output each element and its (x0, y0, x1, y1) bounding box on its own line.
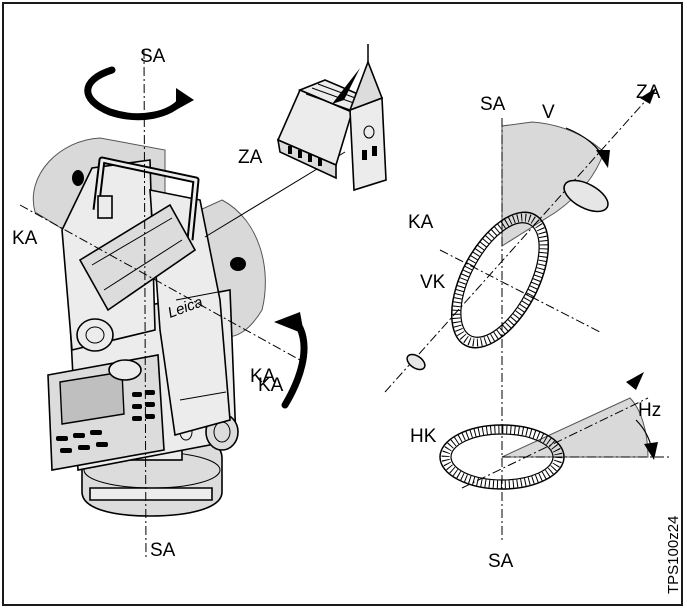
objective-lens (563, 179, 609, 213)
standing-axis-left (143, 49, 147, 561)
label-sa-right-bottom: SA (488, 551, 514, 572)
figure-id: TPS100z24 (665, 516, 682, 594)
arrowhead-icon (274, 312, 304, 334)
right-trunnion-dot (230, 257, 246, 271)
label-sa-right-top: SA (480, 94, 506, 115)
hz-direction-arrow-icon (626, 372, 644, 390)
line-of-sight-right (384, 97, 649, 393)
horizontal-plane-line (461, 397, 649, 489)
optical-sight (97, 195, 113, 219)
tilt-rotation-arrow-icon (281, 324, 308, 409)
v-arrow-icon (596, 150, 610, 168)
tilting-axis-right (439, 249, 601, 333)
vertical-circle-graduation (452, 213, 548, 347)
label-ka-right: KA (408, 212, 434, 233)
focus-knob (108, 359, 142, 381)
horizontal-angle-sector (501, 397, 649, 458)
label-hk: HK (410, 426, 437, 447)
label-ka-center-2: KA (258, 375, 284, 396)
hz-arrow-icon (644, 442, 658, 460)
vertical-circle (450, 211, 550, 349)
instrument-illustration: Leica (32, 66, 308, 517)
label-vk: VK (420, 272, 446, 293)
sight-arrow-icon (332, 68, 360, 104)
eyepiece-lens (406, 353, 426, 371)
label-hz: Hz (638, 400, 661, 421)
horizontal-rotation-arrow-icon (84, 66, 186, 121)
telescope (78, 203, 197, 312)
label-za-right: ZA (636, 82, 661, 103)
church-illustration (276, 44, 387, 192)
display-screen (59, 371, 125, 425)
label-v: V (542, 102, 555, 123)
label-za-church: ZA (238, 147, 263, 168)
label-ka-left: KA (12, 228, 38, 249)
za-arrow-icon (640, 88, 656, 104)
left-trunnion-dot (72, 170, 84, 186)
horizontal-circle-graduation (441, 425, 563, 489)
tilting-axis-left (19, 204, 301, 361)
label-ka-center-1: KA (250, 366, 276, 387)
axes-schematic (384, 88, 672, 542)
arrowhead-icon (176, 88, 194, 110)
horizontal-circle (439, 424, 565, 490)
eyepiece (76, 318, 114, 352)
label-sa-bottom-left: SA (150, 540, 176, 561)
label-sa-top-left: SA (140, 46, 166, 67)
